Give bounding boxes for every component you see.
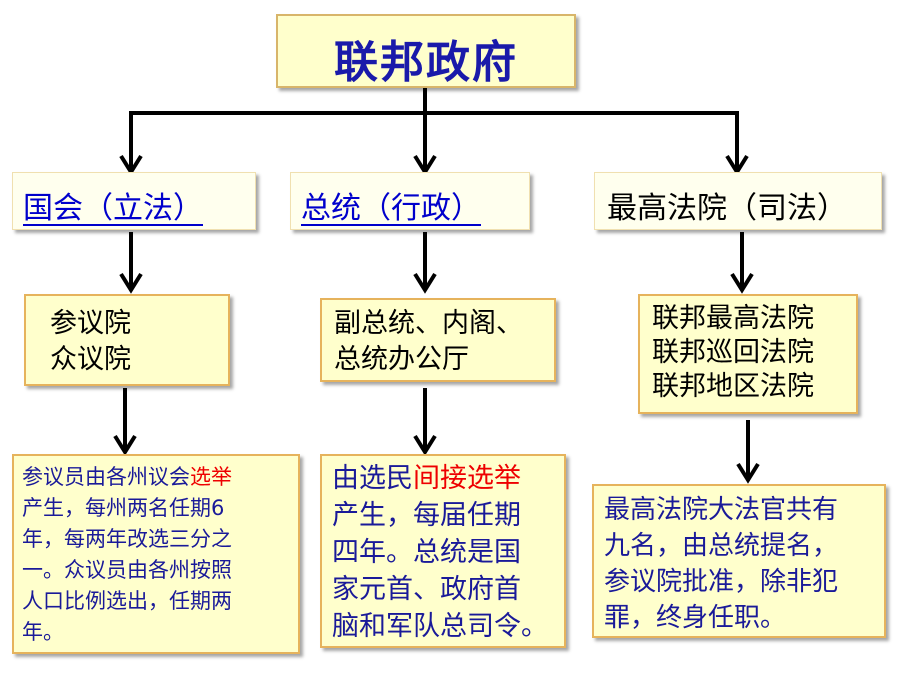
- arrowhead-court-middle: [730, 272, 754, 294]
- exec-line-1: 副总统、内阁、: [334, 308, 523, 339]
- president-header-box: 总统（行政）: [290, 172, 530, 230]
- note-line: 九名，由总统提名，: [604, 531, 839, 561]
- chamber-senate: 参议院: [50, 308, 131, 339]
- note-line: 年。: [22, 620, 64, 644]
- court-line-3: 联邦地区法院: [652, 371, 814, 402]
- note-line: 四年。总统是国: [332, 537, 521, 568]
- congress-header-box: 国会（立法）: [12, 172, 256, 230]
- arrowhead-congress-middle: [119, 272, 143, 294]
- arrowhead-court-bottom: [736, 462, 760, 484]
- president-link[interactable]: 总统（行政）: [301, 191, 481, 226]
- congress-note-text: 参议员由各州议会选举 产生，每州两名任期6 年，每两年改选三分之 一。众议员由各…: [22, 462, 232, 648]
- court-line-1: 联邦最高法院: [652, 303, 814, 334]
- congress-election-note: 参议员由各州议会选举 产生，每州两名任期6 年，每两年改选三分之 一。众议员由各…: [12, 454, 300, 654]
- note-line: 参议员由各州议会选举: [22, 465, 232, 489]
- note-line: 家元首、政府首: [332, 574, 521, 605]
- chamber-house: 众议院: [50, 344, 131, 375]
- court-note-text: 最高法院大法官共有 九名，由总统提名， 参议院批准，除非犯 罪，终身任职。: [604, 492, 838, 636]
- note-line: 最高法院大法官共有: [604, 495, 839, 525]
- president-election-note: 由选民间接选举 产生，每届任期 四年。总统是国 家元首、政府首 脑和军队总司令。: [320, 454, 566, 648]
- court-label: 最高法院（司法）: [607, 191, 847, 226]
- note-line: 人口比例选出，任期两: [22, 589, 232, 613]
- note-line: 一。众议员由各州按照: [22, 558, 232, 582]
- note-line: 由选民间接选举: [332, 463, 521, 494]
- arrowhead-president-bottom: [413, 434, 437, 456]
- executive-offices-box: 副总统、内阁、 总统办公厅: [320, 298, 556, 382]
- court-appointment-note: 最高法院大法官共有 九名，由总统提名， 参议院批准，除非犯 罪，终身任职。: [592, 484, 886, 638]
- arrowhead-congress-bottom: [113, 434, 137, 456]
- president-note-text: 由选民间接选举 产生，每届任期 四年。总统是国 家元首、政府首 脑和军队总司令。: [332, 460, 548, 645]
- court-line-2: 联邦巡回法院: [652, 337, 814, 368]
- note-line: 产生，每州两名任期6: [22, 496, 225, 520]
- diagram-title: 联邦政府: [334, 37, 518, 88]
- congress-link[interactable]: 国会（立法）: [23, 191, 203, 226]
- federal-courts-box: 联邦最高法院 联邦巡回法院 联邦地区法院: [638, 294, 858, 414]
- note-line: 年，每两年改选三分之: [22, 527, 232, 551]
- court-header-box: 最高法院（司法）: [594, 172, 882, 230]
- note-line: 脑和军队总司令。: [332, 611, 548, 642]
- federal-government-box: 联邦政府: [276, 14, 576, 88]
- exec-line-2: 总统办公厅: [334, 344, 469, 375]
- note-line: 产生，每届任期: [332, 500, 521, 531]
- note-line: 罪，终身任职。: [604, 603, 787, 633]
- congress-chambers-box: 参议院 众议院: [24, 294, 230, 386]
- note-line: 参议院批准，除非犯: [604, 567, 839, 597]
- arrowhead-president-middle: [413, 272, 437, 294]
